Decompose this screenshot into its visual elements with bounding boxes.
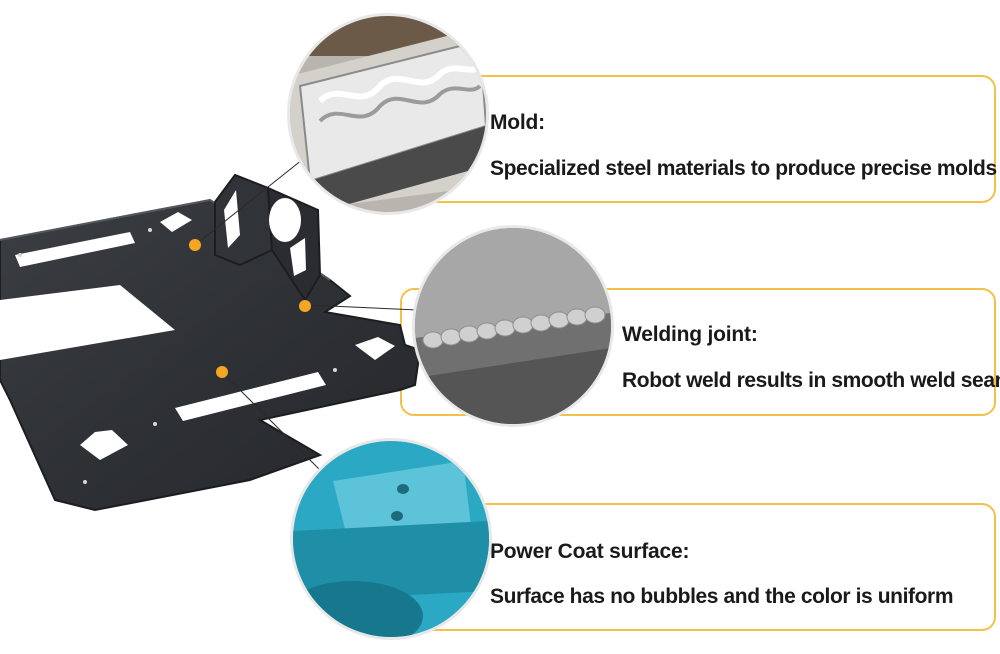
- callout-description: Surface has no bubbles and the color is …: [490, 585, 954, 608]
- plate-slot: [15, 232, 135, 267]
- callout-title: Power Coat surface:: [490, 540, 690, 563]
- callout-description: Robot weld results in smooth weld seam: [622, 369, 1000, 392]
- marker-dot: [216, 366, 228, 378]
- callout-title: Welding joint:: [622, 323, 758, 346]
- callout-powder-coat: Power Coat surface: Surface has no bubbl…: [400, 503, 996, 631]
- plate-hole: [355, 337, 395, 360]
- mold-detail-photo: [287, 13, 489, 215]
- plate-hole: [160, 212, 192, 232]
- plate-hole: [80, 430, 128, 460]
- weld-detail-photo: [412, 225, 614, 427]
- callout-description: Specialized steel materials to produce p…: [490, 157, 997, 180]
- callout-mold: Mold: Specialized steel materials to pro…: [400, 75, 997, 203]
- marker-dot: [299, 300, 311, 312]
- plate-slot: [175, 372, 326, 421]
- marker-dot: [189, 239, 201, 251]
- plate-cutout: [0, 285, 175, 360]
- coating-detail-photo: [290, 438, 492, 640]
- callout-title: Mold:: [490, 111, 545, 134]
- bracket: [214, 173, 322, 302]
